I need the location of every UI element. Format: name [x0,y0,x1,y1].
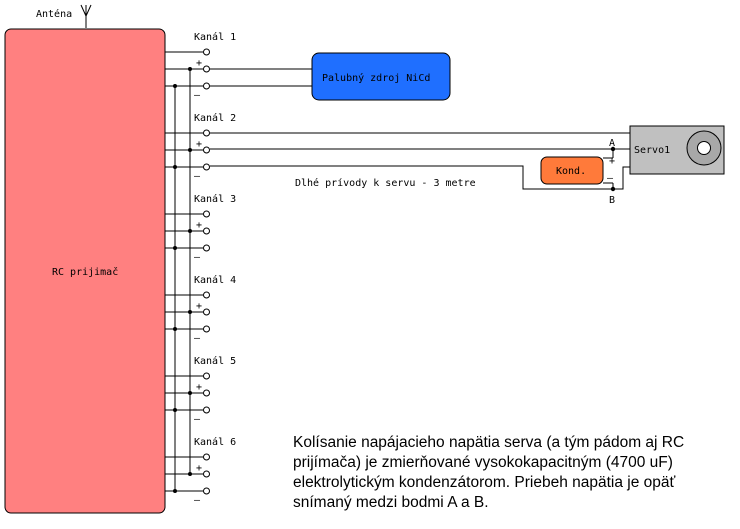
plus-sign: + [196,382,202,393]
terminal-minus [203,163,210,171]
terminal-minus [203,244,210,252]
cap-plus-sign: + [609,156,615,167]
battery-block [311,52,451,101]
servo-label: Servo1 [634,145,670,156]
terminal-plus [203,308,210,316]
channel-label-3: Kanál 3 [194,193,236,205]
minus-junction-dot [173,408,177,412]
plus-junction-dot [188,148,192,152]
terminal-signal [203,372,210,380]
channel-label-1: Kanál 1 [194,31,236,43]
wire-length-note: Dlhé prívody k servu - 3 metre [295,177,476,189]
terminal-minus [203,487,210,495]
terminal-plus [203,389,210,397]
terminal-minus [203,325,210,333]
terminal-signal [203,129,210,137]
rc-receiver-block [4,28,166,514]
plus-junction-dot [188,229,192,233]
terminal-plus [203,470,210,478]
plus-sign: + [196,301,202,312]
channel-label-2: Kanál 2 [194,112,236,124]
minus-sign: — [194,252,201,263]
minus-sign: — [194,414,201,425]
terminal-plus [203,65,210,73]
plus-sign: + [196,58,202,69]
terminal-minus [203,406,210,414]
antenna-icon [80,4,92,28]
minus-sign: — [194,90,201,101]
minus-sign: — [194,171,201,182]
minus-junction-dot [173,165,177,169]
terminal-plus [203,227,210,235]
terminal-plus [203,146,210,154]
servo-hub-icon [697,141,711,155]
plus-junction-dot [188,310,192,314]
minus-junction-dot [173,327,177,331]
plus-junction-dot [188,472,192,476]
capacitor-block [540,156,604,185]
capacitor-label: Kond. [556,166,586,177]
channel-connectors: Kanál 1 + — Kanál 2 + — Kanál 3 + — Kanál 4 + — Kaná… [165,31,236,506]
battery-label: Palubný zdroj NiCd [322,72,430,84]
cap-minus-sign: — [607,173,614,184]
terminal-signal [203,210,210,218]
terminal-signal [203,48,210,56]
terminal-signal [203,291,210,299]
antenna-label: Anténa [36,8,72,20]
terminal-signal [203,453,210,461]
plus-sign: + [196,463,202,474]
plus-junction-dot [188,67,192,71]
receiver-label: RC prijimač [52,266,118,278]
channel-label-4: Kanál 4 [194,274,236,286]
channel-label-5: Kanál 5 [194,355,236,367]
description-caption: Kolísanie napájacieho napätia serva (a t… [293,434,685,511]
minus-junction-dot [173,246,177,250]
point-a-label: A [609,138,615,149]
minus-sign: — [194,495,201,506]
plus-junction-dot [188,391,192,395]
channel-label-6: Kanál 6 [194,436,236,448]
point-b-label: B [609,195,615,206]
minus-junction-dot [173,489,177,493]
plus-sign: + [196,139,202,150]
minus-junction-dot [173,84,177,88]
plus-sign: + [196,220,202,231]
minus-sign: — [194,333,201,344]
terminal-minus [203,82,210,90]
